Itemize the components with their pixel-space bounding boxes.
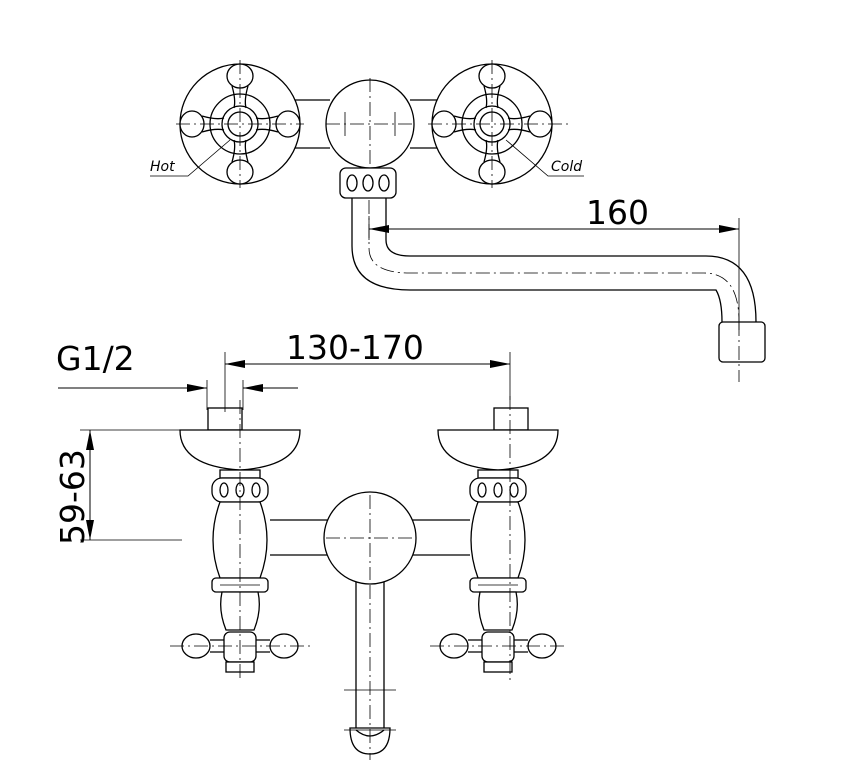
hot-valve-top — [176, 60, 304, 188]
top-spout-nut — [339, 167, 397, 199]
front-body-bar-left — [270, 519, 330, 556]
dim-59-63-label: 59-63 — [53, 449, 92, 545]
front-view: 130-170 G1/2 59-63 — [53, 328, 566, 760]
dim-g12-label: G1/2 — [56, 339, 135, 378]
front-body-bar-right — [410, 519, 470, 556]
front-spout-pipe — [355, 582, 385, 728]
right-inlet-thread — [493, 407, 529, 431]
top-spout-outer — [351, 198, 723, 323]
cold-valve-front — [430, 396, 566, 680]
top-view: Hot Cold 160 — [150, 60, 766, 382]
cold-label: Cold — [551, 159, 582, 175]
cold-leader — [505, 139, 584, 177]
top-spout-inner — [385, 198, 757, 323]
dim-160-label: 160 — [586, 193, 649, 232]
top-aerator — [718, 321, 766, 363]
hot-valve-front — [170, 400, 310, 680]
hot-label: Hot — [150, 159, 175, 175]
dim-130-170-label: 130-170 — [286, 328, 424, 367]
hot-leader — [150, 139, 231, 177]
top-body-bar — [290, 99, 330, 149]
right-rosette — [437, 429, 559, 471]
